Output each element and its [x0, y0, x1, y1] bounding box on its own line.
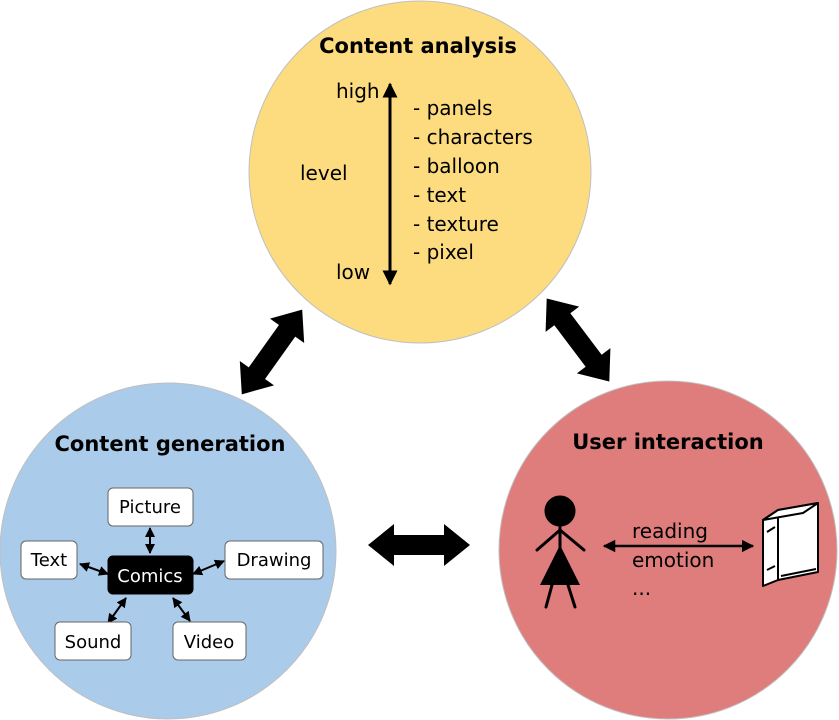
person-icon	[535, 495, 586, 609]
generation-connectors	[79, 527, 225, 624]
node-comics: Comics	[107, 555, 194, 595]
content-generation-title: Content generation	[55, 432, 286, 456]
content-analysis-circle	[248, 0, 592, 344]
book-icon	[762, 502, 819, 587]
level-label: level	[300, 161, 348, 185]
content-analysis-title: Content analysis	[319, 34, 517, 58]
arrow-analysis-generation	[239, 309, 305, 395]
level-high-label: high	[336, 79, 380, 103]
node-comics-label: Comics	[117, 566, 182, 587]
node-picture: Picture	[107, 487, 194, 527]
interaction-item-ellipsis: ...	[632, 576, 651, 600]
connector-text	[79, 562, 109, 576]
arrow-generation-interaction	[368, 524, 470, 566]
analysis-levels-list: - panels - characters - balloon - text -…	[413, 96, 533, 264]
node-picture-label: Picture	[119, 497, 181, 518]
analysis-level-item: - text	[413, 183, 466, 207]
node-video: Video	[172, 621, 247, 661]
interaction-item-emotion: emotion	[632, 548, 714, 572]
user-interaction-title: User interaction	[572, 430, 763, 454]
node-text-label: Text	[30, 550, 67, 571]
connector-drawing	[192, 559, 225, 576]
arrow-analysis-interaction	[545, 298, 611, 382]
interaction-item-reading: reading	[632, 519, 708, 543]
analysis-level-item: - balloon	[413, 154, 500, 178]
node-sound: Sound	[54, 621, 132, 661]
level-low-label: low	[336, 260, 370, 284]
analysis-level-item: - texture	[413, 212, 499, 236]
connector-video	[172, 597, 191, 622]
node-text: Text	[20, 540, 78, 580]
node-video-label: Video	[184, 632, 234, 653]
node-sound-label: Sound	[65, 632, 122, 653]
analysis-level-item: - panels	[413, 96, 492, 120]
analysis-level-item: - pixel	[413, 240, 474, 264]
connector-sound	[107, 597, 127, 624]
node-drawing-label: Drawing	[237, 550, 312, 571]
node-drawing: Drawing	[224, 540, 324, 580]
analysis-level-item: - characters	[413, 125, 533, 149]
